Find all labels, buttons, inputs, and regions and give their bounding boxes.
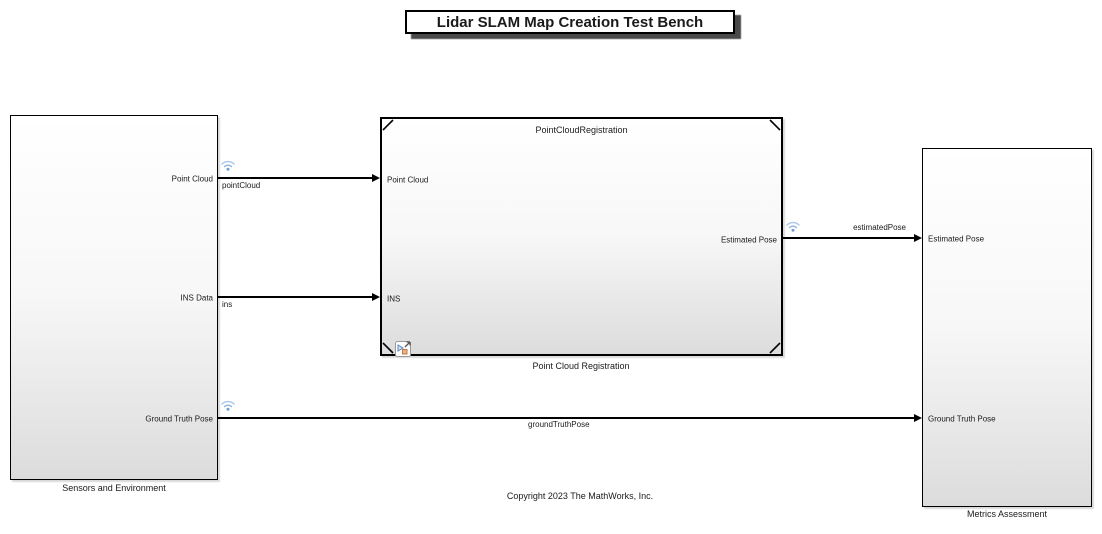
block-sensors-and-environment[interactable]: Point Cloud INS Data Ground Truth Pose [10, 115, 218, 480]
block-caption-sensors: Sensors and Environment [62, 483, 166, 493]
signal-arrowhead-estimatedpose [914, 234, 922, 242]
block-header-pointcloudregistration: PointCloudRegistration [535, 125, 628, 135]
signal-line-groundtruthpose[interactable] [218, 417, 915, 419]
signal-logging-wireless-icon[interactable] [220, 158, 236, 172]
port-in-estimated-pose: Estimated Pose [928, 234, 985, 244]
block-metrics-assessment[interactable]: Estimated Pose Ground Truth Pose [922, 148, 1092, 507]
port-out-point-cloud: Point Cloud [171, 174, 213, 184]
block-caption-registration: Point Cloud Registration [532, 361, 630, 371]
signal-label-ins[interactable]: ins [222, 300, 233, 309]
signal-arrowhead-groundtruthpose [914, 414, 922, 422]
signal-label-pointcloud[interactable]: pointCloud [222, 181, 261, 190]
model-reference-badge-icon[interactable] [395, 340, 413, 357]
block-point-cloud-registration[interactable]: PointCloudRegistration Point Cloud INS E… [380, 117, 783, 357]
port-in-ground-truth-pose: Ground Truth Pose [928, 414, 996, 424]
signal-label-groundtruthpose[interactable]: groundTruthPose [528, 420, 590, 429]
signal-line-pointcloud[interactable] [218, 177, 373, 179]
signal-line-ins[interactable] [218, 296, 373, 298]
port-out-estimated-pose: Estimated Pose [720, 235, 777, 245]
signal-arrowhead-pointcloud [372, 174, 380, 182]
diagram-title-annotation[interactable]: Lidar SLAM Map Creation Test Bench [405, 10, 735, 34]
signal-logging-wireless-icon[interactable] [785, 219, 801, 233]
signal-label-estimatedpose[interactable]: estimatedPose [853, 223, 906, 232]
copyright-annotation: Copyright 2023 The MathWorks, Inc. [506, 491, 654, 501]
signal-arrowhead-ins [372, 293, 380, 301]
port-in-point-cloud: Point Cloud [387, 175, 429, 185]
port-out-ins-data: INS Data [180, 293, 213, 303]
diagram-title-text: Lidar SLAM Map Creation Test Bench [436, 13, 704, 31]
block-caption-metrics: Metrics Assessment [966, 509, 1048, 519]
signal-line-estimatedpose[interactable] [783, 237, 915, 239]
port-in-ins: INS [387, 294, 401, 304]
port-out-ground-truth-pose: Ground Truth Pose [145, 414, 213, 424]
signal-logging-wireless-icon[interactable] [220, 398, 236, 412]
